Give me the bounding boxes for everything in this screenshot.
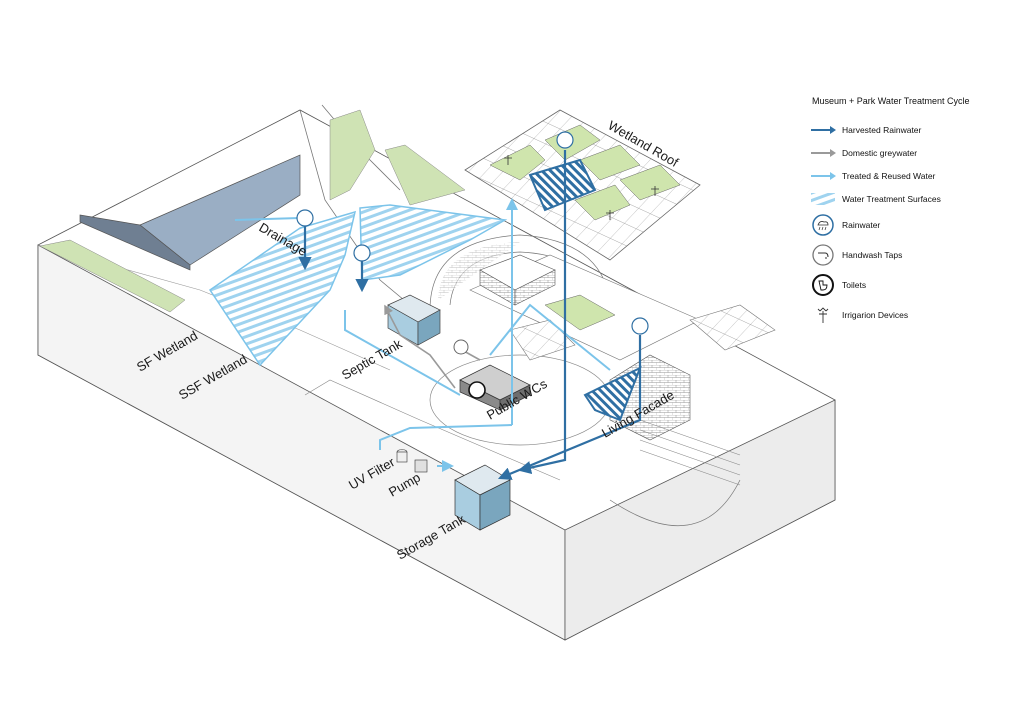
facade-supply-flow bbox=[489, 303, 611, 371]
terraces bbox=[609, 419, 741, 527]
living-facade bbox=[583, 354, 691, 441]
legend-item-surfaces: Water Treatment Surfaces bbox=[808, 187, 1008, 210]
rainwater-icon bbox=[296, 131, 649, 335]
dark-blue-arrow-icon bbox=[808, 119, 838, 141]
legend-label: Water Treatment Surfaces bbox=[842, 193, 941, 204]
legend-item-taps: Handwash Taps bbox=[808, 240, 1008, 270]
tap-icon bbox=[453, 339, 469, 355]
legend-item-greywater: Domestic greywater bbox=[808, 141, 1008, 164]
hatched-surface-icon bbox=[808, 188, 838, 210]
legend-title: Museum + Park Water Treatment Cycle bbox=[812, 96, 970, 106]
legend-item-irrigation: Irrigarion Devices bbox=[808, 300, 1008, 330]
legend-label: Harvested Rainwater bbox=[842, 124, 922, 135]
wetland-to-wc-flow bbox=[344, 310, 461, 396]
legend-item-harvested: Harvested Rainwater bbox=[808, 118, 1008, 141]
legend-label: Irrigarion Devices bbox=[842, 310, 909, 320]
ground-slab bbox=[37, 104, 836, 641]
drainage-flow bbox=[234, 217, 301, 221]
legend-label: Domestic greywater bbox=[842, 147, 918, 158]
museum-building bbox=[79, 154, 301, 271]
legend-label: Treated & Reused Water bbox=[842, 170, 936, 181]
toilet-icon bbox=[808, 274, 838, 296]
storage-system bbox=[396, 449, 511, 531]
legend-item-toilets: Toilets bbox=[808, 270, 1008, 300]
gallery-block bbox=[479, 254, 556, 306]
legend-label: Handwash Taps bbox=[842, 250, 903, 260]
legend: Museum + Park Water Treatment Cycle Harv… bbox=[808, 96, 1008, 330]
legend-item-treated: Treated & Reused Water bbox=[808, 164, 1008, 187]
treated-water-flows bbox=[234, 198, 611, 472]
light-blue-arrow-icon bbox=[808, 165, 838, 187]
harvested-rainwater-flows bbox=[298, 150, 642, 480]
grass-areas bbox=[39, 109, 466, 313]
grey-arrow-icon bbox=[808, 142, 838, 164]
septic-tank bbox=[387, 294, 441, 346]
legend-label: Rainwater bbox=[842, 220, 881, 230]
sprinkler-icon bbox=[808, 304, 838, 326]
wetland-surfaces bbox=[208, 204, 508, 367]
legend-item-rainwater: Rainwater bbox=[808, 210, 1008, 240]
tap-icon bbox=[808, 244, 838, 266]
toilet-icon bbox=[468, 381, 486, 399]
reuse-loop bbox=[379, 424, 513, 450]
rain-cloud-icon bbox=[808, 214, 838, 236]
sprinkler-icon bbox=[504, 155, 659, 220]
legend-label: Toilets bbox=[842, 280, 867, 290]
